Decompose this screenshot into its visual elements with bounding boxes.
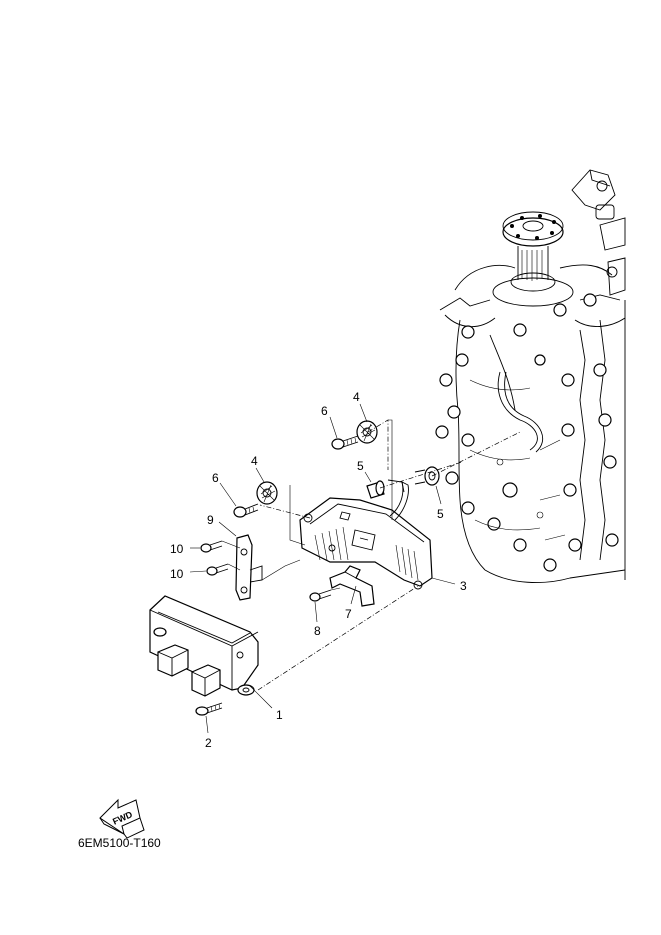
assembly-lines xyxy=(221,419,521,691)
ecm-unit-illustration xyxy=(149,595,259,697)
callout-5-left: 5 xyxy=(357,459,364,473)
grommet-part-4-lower xyxy=(256,481,278,505)
fwd-arrow-icon: FWD xyxy=(99,798,145,839)
bolt-part-10-upper xyxy=(200,540,223,553)
collar-part-5-left xyxy=(366,480,385,499)
callout-4-lower: 4 xyxy=(251,454,258,468)
callout-5-right: 5 xyxy=(437,507,444,521)
bolt-part-10-lower xyxy=(206,563,229,576)
engine-block-illustration xyxy=(435,169,626,583)
callout-1: 1 xyxy=(276,708,283,722)
bracket-part-9 xyxy=(235,534,263,601)
callout-numbers: 1 2 3 4 4 5 5 6 6 7 8 9 10 10 xyxy=(170,390,467,750)
callout-6-lower: 6 xyxy=(212,471,219,485)
callout-9: 9 xyxy=(207,513,214,527)
callout-4-upper: 4 xyxy=(353,390,360,404)
bracket-part-7 xyxy=(329,565,375,607)
ecm-bracket-illustration xyxy=(299,479,433,590)
leader-lines xyxy=(189,403,456,734)
callout-10-upper: 10 xyxy=(170,542,184,556)
callout-10-lower: 10 xyxy=(170,567,184,581)
bolt-part-2 xyxy=(195,702,223,716)
callout-7: 7 xyxy=(345,607,352,621)
callout-3: 3 xyxy=(460,579,467,593)
callout-2: 2 xyxy=(205,736,212,750)
grommet-part-4-upper xyxy=(356,420,378,444)
callout-8: 8 xyxy=(314,624,321,638)
callout-6-upper: 6 xyxy=(321,404,328,418)
bolt-part-8 xyxy=(309,589,332,602)
diagram-code: 6EM5100-T160 xyxy=(78,836,161,850)
bolt-part-6-lower xyxy=(233,503,259,518)
bolt-part-6-upper xyxy=(331,435,359,450)
